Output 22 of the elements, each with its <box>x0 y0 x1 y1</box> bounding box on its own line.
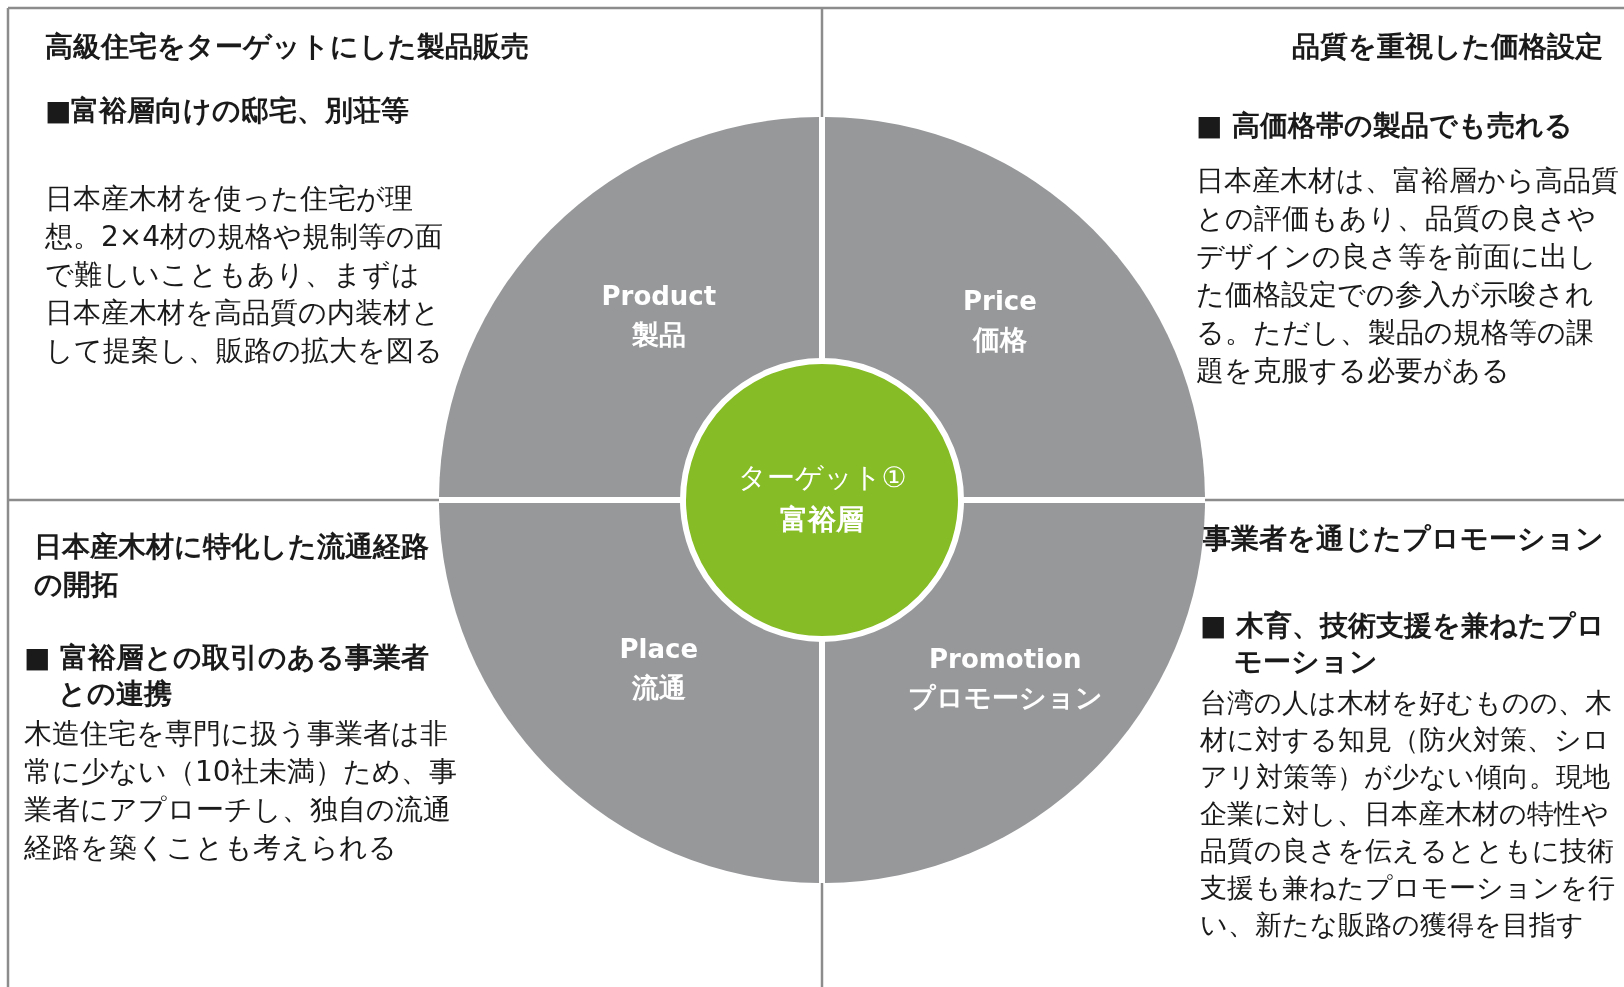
quadrant-label: Product <box>601 281 717 311</box>
quadrant-label: 流通 <box>632 673 686 703</box>
section-heading: 事業者を通じたプロモーション <box>1202 521 1604 557</box>
section-heading: 日本産木材に特化した流通経路の開拓 <box>34 529 430 603</box>
quadrant-label: Promotion <box>929 644 1082 674</box>
body-text: 日本産木材を使った住宅が理想。2×4材の規格や規制等の面で難しいこともあり、まずは日本産木材を高品質の内装材として提案し、販路の拡大を図る <box>45 181 445 369</box>
quadrant-label: Place <box>619 634 699 664</box>
body-text: 台湾の人は木材を好むものの、木材に対する知見（防火対策、シロアリ対策等）が少ない傾向。現地企業に対し、日本産木材の特性や品質の良さを伝えるとともに技術支援も兼ねたプロモーションを行い、新たな販路の獲得を目指す <box>1200 686 1615 942</box>
section-heading: 高級住宅をターゲットにした製品販売 <box>45 29 530 65</box>
quadrant-label: 製品 <box>632 320 686 350</box>
bullet-heading: ■ 富裕層との取引のある事業者との連携 <box>24 640 431 712</box>
section-heading: 品質を重視した価格設定 <box>1291 29 1603 65</box>
quadrant-label: プロモーション <box>907 683 1103 713</box>
bullet-heading: ■ 木育、技術支援を兼ねたプロモーション <box>1200 608 1607 680</box>
quadrant-label: 価格 <box>973 325 1027 355</box>
circle-label: ターゲット① <box>737 462 907 494</box>
bullet-heading: ■富裕層向けの邸宅、別荘等 <box>45 93 411 129</box>
bullet-heading: ■ 高価格帯の製品でも売れる <box>1196 108 1575 144</box>
body-text: 木造住宅を専門に扱う事業者は非常に少ない（10社未満）ため、事業者にアプローチし、独自の流通経路を築くことも考えられる <box>24 716 458 866</box>
body-text: 日本産木材は、富裕層から高品質との評価もあり、品質の良さやデザインの良さ等を前面に出した価格設定での参入が示唆される。ただし、製品の規格等の課題を克服する必要がある <box>1196 163 1620 389</box>
quadrant-label: Price <box>963 286 1037 316</box>
circle-label: 富裕層 <box>780 504 864 536</box>
